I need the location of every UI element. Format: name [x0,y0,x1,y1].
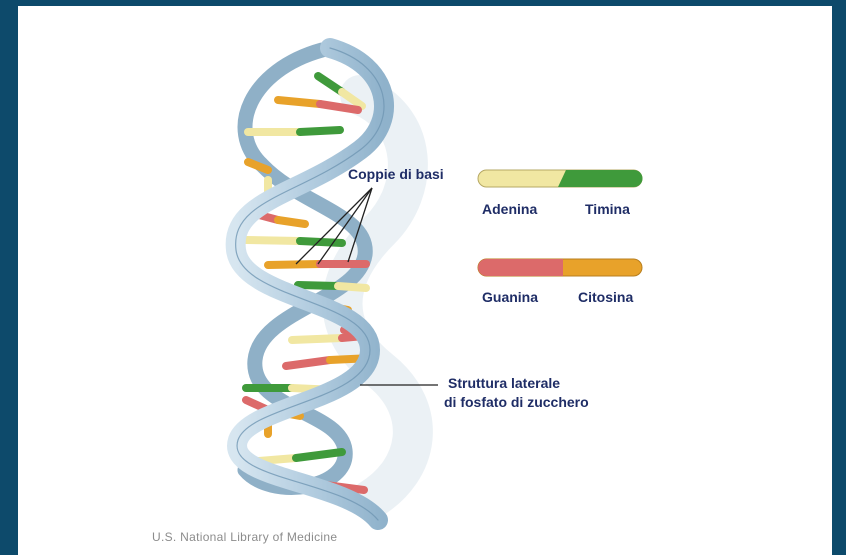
base-pair [246,240,342,243]
base-pair [292,336,364,340]
legend-bar-adenine-thymine [478,170,643,187]
guanine-label: Guanina [482,289,538,305]
credit-text: U.S. National Library of Medicine [152,530,337,544]
cytosine-label: Citosina [578,289,633,305]
legend-bar-guanine-cytosine [478,259,642,276]
base-pairs-label: Coppie di basi [348,166,444,182]
base-pair [298,285,366,288]
base-pair [268,264,366,265]
thymine-label: Timina [585,201,630,217]
adenine-label: Adenina [482,201,537,217]
backbone-label-line2: di fosfato di zucchero [444,394,589,410]
base-pair [248,130,340,132]
backbone-label-line1: Struttura laterale [448,375,560,391]
